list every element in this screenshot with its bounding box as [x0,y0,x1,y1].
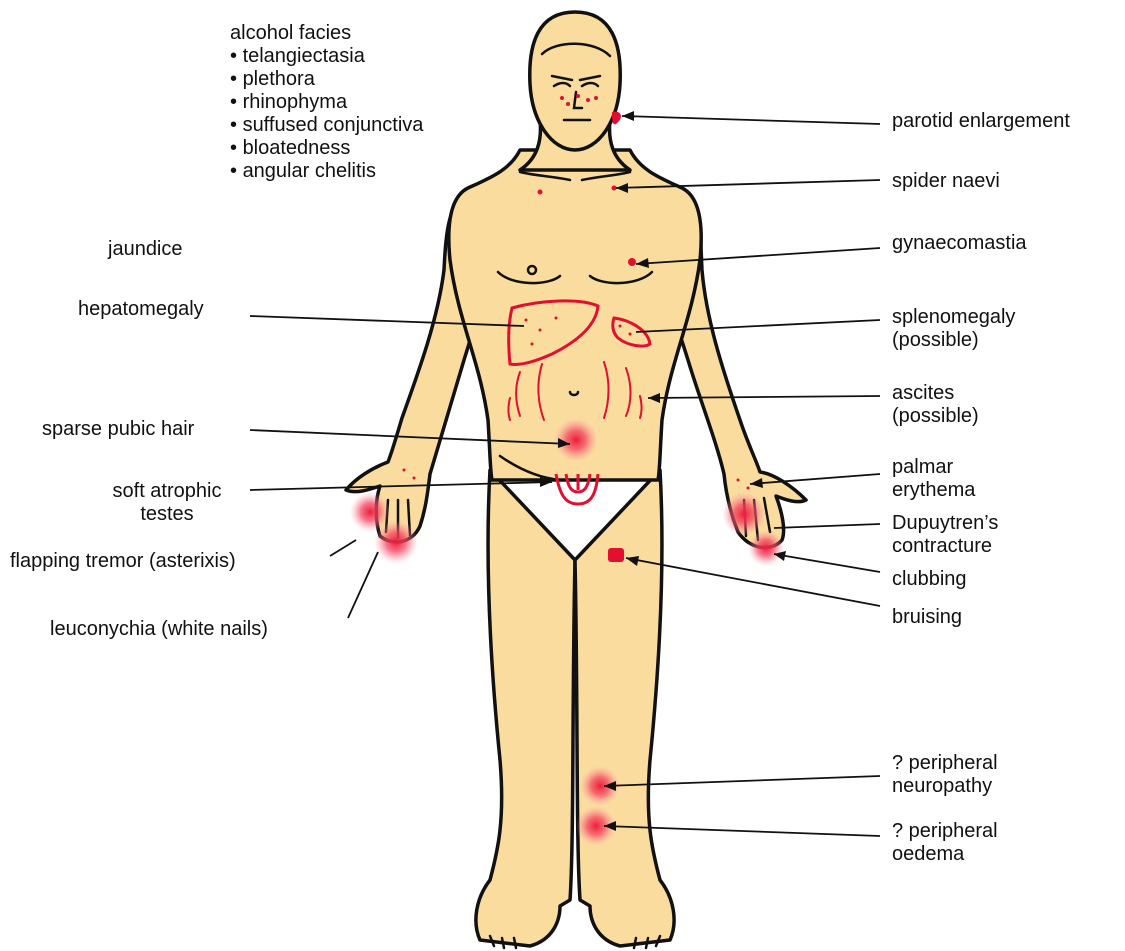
oedema-line-2: oedema [892,843,998,866]
label-jaundice: jaundice [108,238,183,261]
facies-item-telangiectasia: telangiectasia [230,45,423,68]
ascites-line-1: ascites [892,382,979,405]
facies-item-plethora: plethora [230,68,423,91]
label-parotid-enlargement: parotid enlargement [892,110,1070,133]
oedema-line-1: ? peripheral [892,820,998,843]
label-clubbing: clubbing [892,568,967,591]
label-sparse-pubic-hair: sparse pubic hair [42,418,194,441]
facies-item-rhinophyma: rhinophyma [230,91,423,114]
label-splenomegaly: splenomegaly (possible) [892,306,1015,352]
testes-line-1: soft atrophic [94,480,240,503]
label-spider-naevi: spider naevi [892,170,1000,193]
clubbing-glow [748,530,784,566]
neuropathy-line-1: ? peripheral [892,752,998,775]
label-alcohol-facies: alcohol facies telangiectasia plethora r… [230,22,423,183]
palmar-line-2: erythema [892,479,975,502]
label-dupuytrens-contracture: Dupuytren’s contracture [892,512,998,558]
splenomegaly-line-2: (possible) [892,329,1015,352]
ascites-line-2: (possible) [892,405,979,428]
dupuytren-line-1: Dupuytren’s [892,512,998,535]
label-leuconychia: leuconychia (white nails) [50,618,268,641]
palmar-glow [722,492,766,536]
label-hepatomegaly: hepatomegaly [78,298,204,321]
alcohol-facies-title: alcohol facies [230,22,423,45]
leader-parotid [622,116,880,124]
label-flapping-tremor: flapping tremor (asterixis) [10,550,236,573]
splenomegaly-line-1: splenomegaly [892,306,1015,329]
label-peripheral-neuropathy: ? peripheral neuropathy [892,752,998,798]
bruise-mark [608,548,624,562]
facies-item-chelitis: angular chelitis [230,160,423,183]
leader-leuconychia [348,552,378,618]
parotid-mark [612,112,621,125]
label-bruising: bruising [892,606,962,629]
dupuytren-line-2: contracture [892,535,998,558]
label-gynaecomastia: gynaecomastia [892,232,1027,255]
left-leg [476,470,575,946]
label-peripheral-oedema: ? peripheral oedema [892,820,998,866]
label-palmar-erythema: palmar erythema [892,456,975,502]
leader-ascites [648,396,880,398]
right-leg [575,470,674,946]
label-soft-atrophic-testes: soft atrophic testes [94,480,240,526]
facies-item-conjunctiva: suffused conjunctiva [230,114,423,137]
leader-dupuytren [774,524,880,528]
label-ascites: ascites (possible) [892,382,979,428]
palmar-line-1: palmar [892,456,975,479]
leader-clubbing [774,554,880,572]
neuropathy-line-2: neuropathy [892,775,998,798]
testes-line-2: testes [94,503,240,526]
facies-item-bloatedness: bloatedness [230,137,423,160]
head [530,12,620,150]
leader-tremor [330,540,356,556]
leuconychia-glow [374,520,418,564]
